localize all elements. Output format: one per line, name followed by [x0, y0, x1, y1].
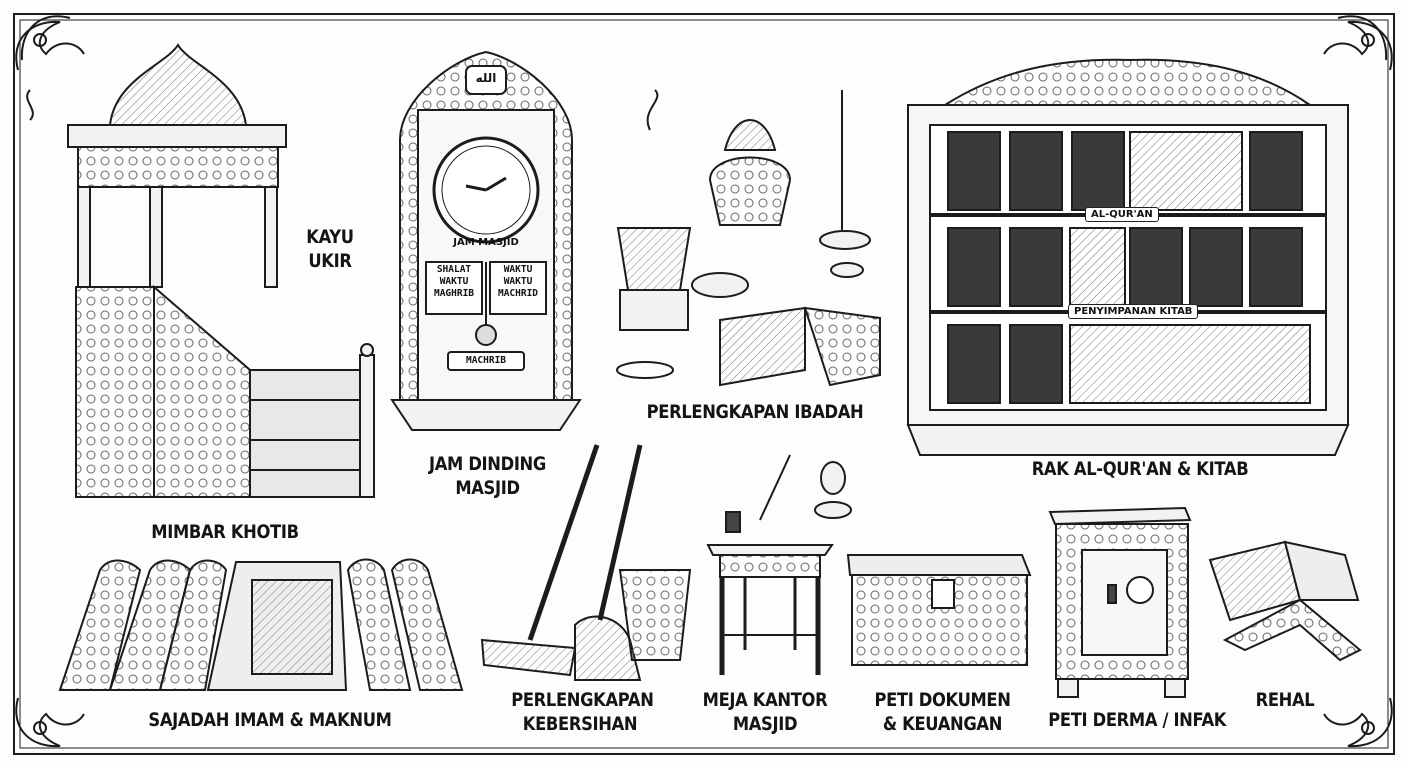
label-kebersihan-line-1: PERLENGKAPAN [511, 689, 654, 711]
label-peti-derma: PETI DERMA / INFAK [1048, 709, 1227, 731]
label-perlengkapan-ibadah: PERLENGKAPAN IBADAH [646, 401, 864, 423]
label-jam-line-1: JAM DINDING [429, 453, 546, 475]
label-kayu-ukir-line-1: KAYU [306, 226, 354, 248]
clock-right-line-1: WAKTU [503, 264, 533, 275]
label-meja-line-2: MASJID [732, 713, 798, 735]
label-jam-dinding: JAM DINDING MASJID [425, 452, 550, 500]
label-jam-line-2: MASJID [455, 477, 520, 499]
label-peti-dokumen-line-2: & KEUANGAN [882, 713, 1003, 735]
meja-illustration [706, 454, 852, 675]
peti-dokumen-illustration [846, 554, 1032, 666]
peti-derma-illustration [1048, 506, 1192, 698]
clock-illustration [390, 50, 582, 431]
label-kebersihan: PERLENGKAPAN KEBERSIHAN [511, 688, 654, 736]
label-peti-dokumen-line-1: PETI DOKUMEN [874, 689, 1011, 711]
corner-ornament-bottom-left [15, 697, 85, 748]
label-peti-dokumen: PETI DOKUMEN & KEUANGAN [872, 688, 1014, 736]
label-rehal: REHAL [1255, 689, 1315, 711]
label-kebersihan-line-2: KEBERSIHAN [522, 713, 638, 735]
corner-ornament-top-right [1323, 15, 1393, 71]
label-kayu-ukir-line-2: UKIR [308, 250, 352, 272]
sajadah-illustration [58, 558, 464, 691]
corner-ornament-bottom-right [1323, 697, 1393, 748]
clock-left-line-2: WAKTU [439, 276, 469, 287]
clock-left-line-1: SHALAT [436, 264, 472, 275]
clock-left-line-3: MAGHRIB [433, 288, 475, 299]
clock-label: JAM MASJID [453, 237, 519, 248]
label-rak-quran: RAK AL-QUR'AN & KITAB [1031, 458, 1249, 480]
clock-left-panel: SHALAT WAKTU MAGHRIB [426, 264, 482, 300]
ibadah-illustration [616, 89, 881, 387]
kebersihan-illustration [480, 444, 692, 681]
label-sajadah: SAJADAH IMAM & MAKNUM [148, 709, 392, 731]
clock-right-line-2: WAKTU [503, 276, 533, 287]
rehal-illustration [1208, 540, 1362, 662]
label-mimbar-khotib: MIMBAR KHOTIB [151, 521, 299, 543]
label-kayu-ukir: KAYU UKIR [304, 225, 356, 273]
label-meja-kantor: MEJA KANTOR MASJID [701, 688, 830, 736]
clock-pendulum-label: MACHRIB [465, 355, 507, 366]
shelf-tag-quran: AL-QUR'AN [1085, 207, 1159, 222]
clock-arabic-badge: الله [475, 71, 497, 85]
corner-ornament-top-left [15, 15, 85, 121]
clock-right-line-3: MACHRID [497, 288, 539, 299]
bookshelf-illustration [906, 58, 1350, 456]
clock-right-panel: WAKTU WAKTU MACHRID [490, 264, 546, 300]
mimbar-illustration [67, 43, 375, 498]
shelf-tag-kitab: PENYIMPANAN KITAB [1068, 304, 1199, 319]
label-meja-line-1: MEJA KANTOR [702, 689, 828, 711]
